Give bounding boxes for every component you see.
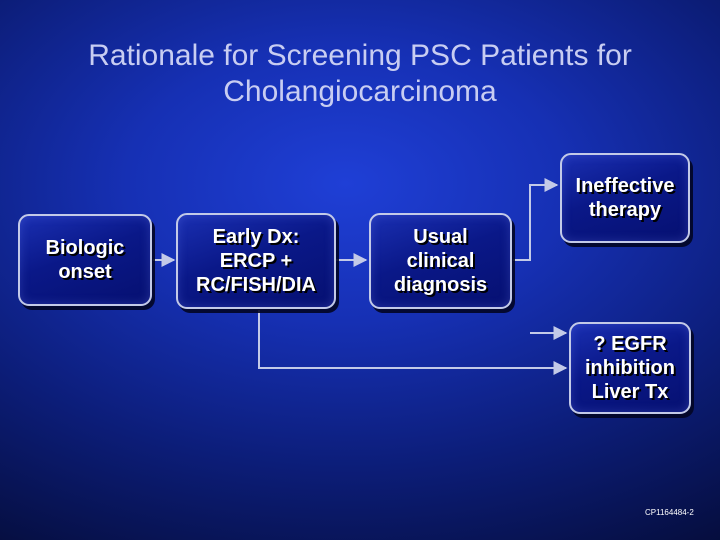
node-biologic-onset: Biologic onset bbox=[18, 214, 152, 306]
node-usual-clinical-diagnosis: Usual clinical diagnosis bbox=[369, 213, 512, 309]
slide-code: CP1164484-2 bbox=[645, 508, 694, 517]
slide-title: Rationale for Screening PSC Patients for… bbox=[0, 38, 720, 110]
node-ineffective-therapy: Ineffective therapy bbox=[560, 153, 690, 243]
arrow-usual-to-ineffective bbox=[513, 178, 559, 261]
node-egfr-liver-tx: ? EGFR inhibition Liver Tx bbox=[569, 322, 691, 414]
slide-title-text: Rationale for Screening PSC Patients for… bbox=[88, 39, 632, 108]
arrow-early-dx-to-egfr bbox=[258, 310, 568, 375]
node-early-dx: Early Dx: ERCP + RC/FISH/DIA bbox=[176, 213, 336, 309]
